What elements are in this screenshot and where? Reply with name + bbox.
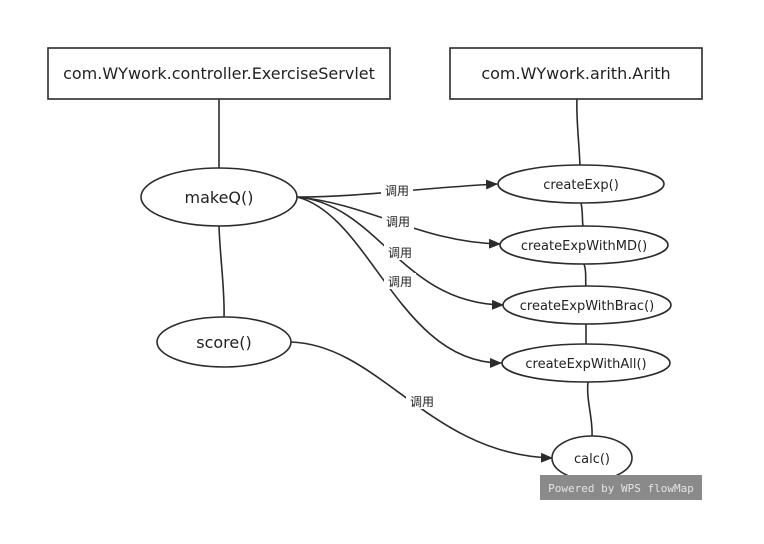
node-createExp[interactable]: createExp() [497, 164, 665, 204]
node-createExpWithBrac[interactable]: createExpWithBrac() [502, 285, 672, 325]
node-makeQ[interactable]: makeQ() [140, 167, 298, 227]
node-calc-label: calc() [574, 452, 610, 467]
edge-label-makeQ-createExpWithMD: 调用 [382, 213, 414, 229]
node-createExp-label: createExp() [543, 178, 619, 193]
node-servlet-label: com.WYwork.controller.ExerciseServlet [63, 64, 375, 83]
edge-label-score-calc-text: 调用 [410, 395, 434, 409]
edge-label-makeQ-createExpWithAll: 调用 [384, 273, 416, 289]
node-createExpWithAll[interactable]: createExpWithAll() [501, 343, 671, 383]
node-arith-label: com.WYwork.arith.Arith [481, 64, 670, 83]
node-servlet[interactable]: com.WYwork.controller.ExerciseServlet [47, 47, 391, 100]
node-score[interactable]: score() [156, 316, 292, 368]
node-createExpWithMD[interactable]: createExpWithMD() [499, 225, 669, 265]
connector-arith-createExp [576, 98, 581, 167]
connector-makeQ-score [218, 225, 225, 319]
connector-createExpWithMD-createExpWithBrac [583, 263, 587, 288]
watermark-text: Powered by WPS flowMap [548, 482, 694, 495]
watermark: Powered by WPS flowMap [540, 475, 702, 500]
node-score-label: score() [196, 333, 251, 352]
node-arith[interactable]: com.WYwork.arith.Arith [449, 47, 703, 100]
edge-label-makeQ-createExpWithBrac-text: 调用 [388, 246, 412, 260]
edge-label-makeQ-createExp-text: 调用 [385, 184, 409, 198]
edge-label-makeQ-createExpWithMD-text: 调用 [386, 215, 410, 229]
node-createExpWithAll-label: createExpWithAll() [525, 357, 646, 372]
connector-createExpWithAll-calc [586, 381, 593, 437]
edge-label-score-calc: 调用 [406, 393, 438, 409]
edge-label-makeQ-createExp: 调用 [381, 182, 413, 198]
node-calc[interactable]: calc() [551, 435, 633, 481]
node-createExpWithMD-label: createExpWithMD() [521, 239, 647, 254]
edge-label-makeQ-createExpWithAll-text: 调用 [388, 275, 412, 289]
node-createExpWithBrac-label: createExpWithBrac() [520, 299, 654, 314]
node-makeQ-label: makeQ() [184, 188, 253, 207]
connector-createExp-createExpWithMD [580, 202, 584, 227]
edge-label-makeQ-createExpWithBrac: 调用 [384, 244, 416, 260]
